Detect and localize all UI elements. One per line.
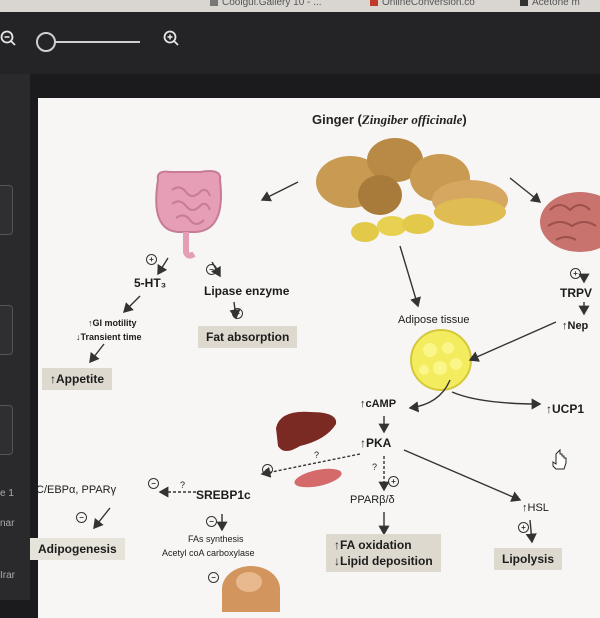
inhibit-sign: − bbox=[76, 512, 87, 523]
label-5ht3: 5-HT₃ bbox=[134, 276, 167, 290]
label-nep: ↑Nep bbox=[562, 320, 589, 332]
arrow bbox=[123, 295, 141, 313]
arrow bbox=[509, 177, 542, 203]
label-unknown: ? bbox=[372, 462, 378, 472]
viewer-toolbar bbox=[0, 12, 600, 74]
label-pka: ↑PKA bbox=[360, 436, 392, 450]
inhibit-sign: − bbox=[262, 464, 273, 475]
box-appetite: ↑Appetite bbox=[42, 368, 112, 390]
inhibit-sign: − bbox=[148, 478, 159, 489]
box-fa-oxidation: ↑FA oxidation ↓Lipid deposition bbox=[326, 534, 441, 572]
inhibit-sign: − bbox=[232, 308, 243, 319]
stimulate-sign: + bbox=[146, 254, 157, 265]
label-lipase: Lipase enzyme bbox=[204, 284, 290, 298]
arrow bbox=[451, 391, 542, 410]
inhibit-sign: − bbox=[206, 264, 217, 275]
browser-tab[interactable]: Coolgui.Gallery 10 - ... bbox=[210, 0, 322, 8]
tab-favicon-icon bbox=[210, 0, 218, 7]
browser-tab[interactable]: Acetone m bbox=[520, 0, 580, 8]
zoom-in-icon[interactable] bbox=[163, 30, 179, 46]
arrow bbox=[157, 257, 169, 276]
browser-tab[interactable]: OnlineConversion.co bbox=[370, 0, 475, 8]
figure-artwork bbox=[89, 138, 600, 544]
adipose-image bbox=[410, 329, 472, 391]
brain-image bbox=[540, 192, 600, 252]
box-adipogenesis: Adipogenesis bbox=[30, 538, 125, 560]
box-fat-absorption: Fat absorption bbox=[198, 326, 298, 348]
label-fas-synthesis: FAs synthesis bbox=[188, 534, 244, 544]
side-label: e 1 bbox=[0, 488, 14, 499]
muscle-image bbox=[294, 468, 342, 488]
label-unknown: ? bbox=[314, 450, 320, 460]
tab-favicon-icon bbox=[520, 0, 528, 7]
ginger-image bbox=[316, 138, 508, 242]
label-transient-time: ↓Transient time bbox=[76, 332, 142, 342]
stimulate-sign: + bbox=[518, 522, 529, 533]
arrow bbox=[399, 245, 421, 308]
thumbnail-button[interactable] bbox=[0, 305, 13, 355]
browser-tab-strip: Coolgui.Gallery 10 - ... OnlineConversio… bbox=[0, 0, 600, 12]
label-hsl: ↑HSL bbox=[522, 502, 549, 514]
label-gi-motility: ↑GI motility bbox=[88, 318, 137, 328]
arrow bbox=[260, 453, 361, 478]
label-ucp1: ↑UCP1 bbox=[546, 402, 585, 416]
thumbnail-button[interactable] bbox=[0, 405, 13, 455]
label-adipose-tissue: Adipose tissue bbox=[398, 314, 470, 326]
stimulate-sign: + bbox=[570, 268, 581, 279]
arrow bbox=[89, 343, 105, 364]
label-camp: ↑cAMP bbox=[360, 398, 397, 410]
label-cebp-ppar: C/EBPα, PPARγ bbox=[36, 484, 117, 496]
zoom-out-icon[interactable] bbox=[0, 30, 16, 46]
thumbnail-button[interactable] bbox=[0, 185, 13, 235]
label-acetyl-coa: Acetyl coA carboxylase bbox=[162, 548, 255, 558]
label-unknown: ? bbox=[180, 480, 186, 490]
label-ppar-beta-delta: PPARβ/δ bbox=[350, 494, 395, 506]
zoom-slider-track[interactable] bbox=[40, 41, 140, 43]
side-label: Irar bbox=[0, 570, 15, 581]
arrow bbox=[403, 449, 522, 502]
zoom-slider-handle[interactable] bbox=[36, 32, 56, 52]
fingernail bbox=[236, 572, 262, 592]
figure-title: Ginger (Zingiber officinale) bbox=[312, 112, 467, 127]
box-lipolysis: Lipolysis bbox=[494, 548, 563, 570]
intestine-image bbox=[155, 170, 222, 259]
arrow bbox=[408, 379, 451, 413]
arrow bbox=[525, 519, 537, 544]
cursor-hand-icon bbox=[552, 448, 567, 470]
inhibit-sign: − bbox=[208, 572, 219, 583]
stimulate-sign: + bbox=[388, 476, 399, 487]
arrow bbox=[468, 321, 557, 362]
liver-image bbox=[276, 411, 337, 451]
label-srebp1c: SREBP1c bbox=[196, 488, 251, 502]
side-label: nar bbox=[0, 518, 15, 529]
arrow bbox=[260, 181, 299, 202]
inhibit-sign: − bbox=[206, 516, 217, 527]
tab-favicon-icon bbox=[370, 0, 378, 7]
label-trpv: TRPV bbox=[560, 286, 593, 300]
arrow bbox=[93, 507, 111, 530]
